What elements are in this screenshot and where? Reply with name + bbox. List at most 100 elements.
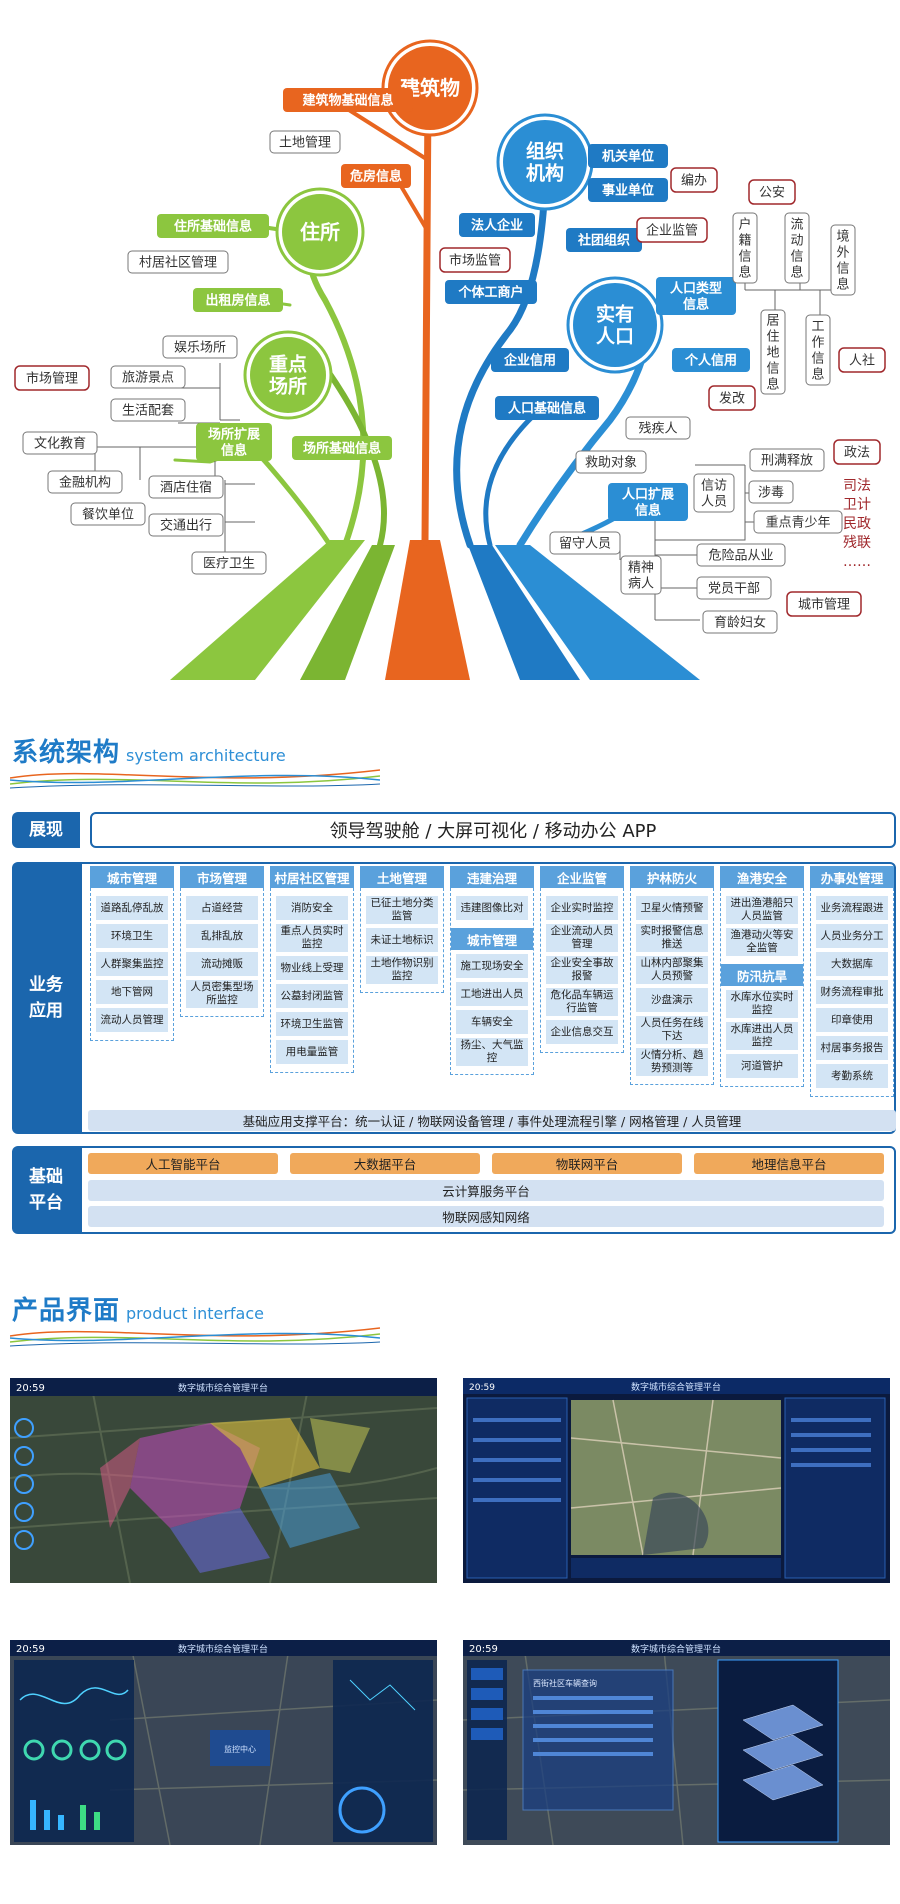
svg-text:信访人员: 信访人员 [701, 479, 727, 510]
svg-text:人口基础信息: 人口基础信息 [508, 401, 586, 417]
leaf-l23: 留守人员 [549, 531, 621, 555]
trunk-orange [385, 540, 470, 680]
svg-text:人口类型信息: 人口类型信息 [670, 281, 722, 313]
svg-text:公安: 公安 [759, 186, 785, 201]
column-body: 企业实时监控企业流动人员管理企业安全事故报警危化品车辆运行监管企业信息交互 [540, 888, 624, 1053]
svg-text:个人信用: 个人信用 [684, 353, 737, 369]
business-column-6: 护林防火卫星火情预警实时报警信息推送山林内部聚集人员预警沙盘演示人员任务在线下达… [630, 866, 714, 1085]
column-body: 已征土地分类监管未证土地标识土地作物识别监控 [360, 888, 444, 993]
svg-text:场所基础信息: 场所基础信息 [303, 441, 381, 457]
svg-text:个体工商户: 个体工商户 [457, 285, 523, 301]
product-screen-dashboard: 20:59 数字城市综合管理平台 监控中心 [10, 1640, 437, 1845]
leaf-l10: 交通出行 [148, 513, 224, 537]
leaf-l14: 境外信息 [830, 224, 856, 296]
leaf-l1: 土地管理 [269, 130, 341, 154]
architecture-title-en: system architecture [126, 746, 286, 765]
leaf-l9: 酒店住宿 [148, 475, 224, 499]
svg-text:企业监管: 企业监管 [646, 223, 698, 239]
svg-text:发改: 发改 [719, 391, 745, 407]
support-platform-bar: 基础应用支撑平台：统一认证 / 物联网设备管理 / 事件处理流程引擎 / 网格管… [88, 1110, 896, 1131]
business-item: 人员密集型场所监控 [186, 980, 258, 1008]
business-item: 企业实时监控 [546, 896, 618, 920]
zhanxian-content-box: 领导驾驶舱 / 大屏可视化 / 移动办公 APP [90, 812, 896, 848]
svg-text:编办: 编办 [681, 174, 707, 189]
leaf-l26: 党员干部 [696, 576, 772, 600]
svg-text:境外信息: 境外信息 [836, 230, 849, 293]
node-n8: 事业单位 [588, 178, 668, 202]
architecture-section-title: 系统架构 system architecture [12, 732, 286, 769]
business-item: 企业安全事故报警 [546, 956, 618, 984]
business-item: 地下管网 [96, 980, 168, 1004]
ai-platform-bar: 人工智能平台 [88, 1153, 278, 1174]
svg-text:重点青少年: 重点青少年 [765, 515, 830, 531]
branch-green-3 [252, 447, 333, 548]
column-body: 占道经营乱排乱放流动摊贩人员密集型场所监控 [180, 888, 264, 1017]
business-item: 人员业务分工 [816, 924, 888, 948]
leaf-l18: 救助对象 [575, 450, 647, 474]
layer-label-jichu: 基础 平台 [12, 1146, 80, 1234]
business-item: 违建图像比对 [456, 896, 528, 920]
architecture-title-cn: 系统架构 [12, 738, 121, 768]
svg-text:企业信用: 企业信用 [503, 353, 556, 369]
svg-text:机关单位: 机关单位 [602, 149, 654, 165]
dept-d1: 市场管理 [14, 365, 90, 391]
branch-green-2 [317, 357, 387, 548]
product-title-en: product interface [126, 1304, 264, 1323]
screen2-title: 数字城市综合管理平台 [631, 1381, 721, 1393]
leaf-l22: 重点青少年 [753, 510, 843, 534]
node-n11: 个体工商户 [445, 280, 537, 304]
column-body: 道路乱停乱放环境卫生人群聚集监控地下管网流动人员管理 [90, 888, 174, 1041]
dept-list: 司法卫计民政残联…… [843, 478, 871, 570]
business-item: 大数据库 [816, 952, 888, 976]
bigdata-platform-bar: 大数据平台 [290, 1153, 480, 1174]
business-item: 山林内部聚集人员预警 [636, 956, 708, 984]
leaf-l13: 流动信息 [784, 212, 810, 284]
node-n15: 人口基础信息 [495, 396, 599, 420]
svg-text:文化教育: 文化教育 [34, 436, 86, 452]
business-item: 村居事务报告 [816, 1036, 888, 1060]
zhanxian-content: 领导驾驶舱 / 大屏可视化 / 移动办公 APP [329, 821, 657, 842]
svg-text:组织机构: 组织机构 [526, 140, 564, 185]
leaf-l15: 居住地信息 [760, 309, 786, 395]
business-column-7: 渔港安全进出渔港船只人员监管渔港动火等安全监管防汛抗旱水库水位实时监控水库进出人… [720, 866, 804, 1087]
column-body: 消防安全重点人员实时监控物业线上受理公墓封闭监管环境卫生监管用电量监管 [270, 888, 354, 1073]
column-header: 市场管理 [180, 866, 264, 888]
business-item: 财务流程审批 [816, 980, 888, 1004]
svg-text:交通出行: 交通出行 [160, 518, 212, 534]
dept-d2: 编办 [670, 167, 718, 193]
svg-text:重点场所: 重点场所 [269, 354, 307, 398]
leaf-l5: 生活配套 [110, 398, 186, 422]
screen4-time: 20:59 [469, 1644, 498, 1655]
column-header: 城市管理 [90, 866, 174, 888]
business-item: 水库水位实时监控 [726, 990, 798, 1018]
svg-text:涉毒: 涉毒 [758, 486, 784, 501]
leaf-l3: 娱乐场所 [162, 335, 238, 359]
dept-d3: 公安 [748, 179, 796, 205]
trunk-green-1 [170, 540, 365, 680]
business-item: 流动人员管理 [96, 1008, 168, 1032]
business-item: 河道管护 [726, 1054, 798, 1078]
product-screen-satellite: 20:59 数字城市综合管理平台 [463, 1378, 890, 1583]
trunk-blue-1 [468, 545, 580, 680]
screen3-time: 20:59 [16, 1644, 45, 1655]
column-header: 土地管理 [360, 866, 444, 888]
business-item: 环境卫生 [96, 924, 168, 948]
business-item: 人群聚集监控 [96, 952, 168, 976]
node-n5: 场所扩展信息 [196, 423, 272, 461]
svg-text:餐饮单位: 餐饮单位 [82, 507, 134, 523]
column-header: 企业监管 [540, 866, 624, 888]
svg-text:人社: 人社 [849, 353, 875, 369]
svg-text:党员干部: 党员干部 [708, 582, 760, 597]
screen1-title: 数字城市综合管理平台 [178, 1382, 268, 1394]
business-column-3: 土地管理已征土地分类监管未证土地标识土地作物识别监控 [360, 866, 444, 993]
branch-blue-main [453, 181, 549, 549]
svg-text:旅游景点: 旅游景点 [122, 371, 174, 386]
product-section-title: 产品界面 product interface [12, 1290, 264, 1327]
svg-text:医疗卫生: 医疗卫生 [203, 557, 255, 572]
business-column-8: 办事处管理业务流程跟进人员业务分工大数据库财务流程审批印章使用村居事务报告考勤系… [810, 866, 894, 1097]
node-n10: 社团组织 [566, 228, 642, 252]
svg-text:生活配套: 生活配套 [122, 403, 174, 419]
svg-text:……: …… [843, 554, 871, 570]
business-item: 渔港动火等安全监管 [726, 928, 798, 956]
branch-orange-main [421, 91, 432, 546]
